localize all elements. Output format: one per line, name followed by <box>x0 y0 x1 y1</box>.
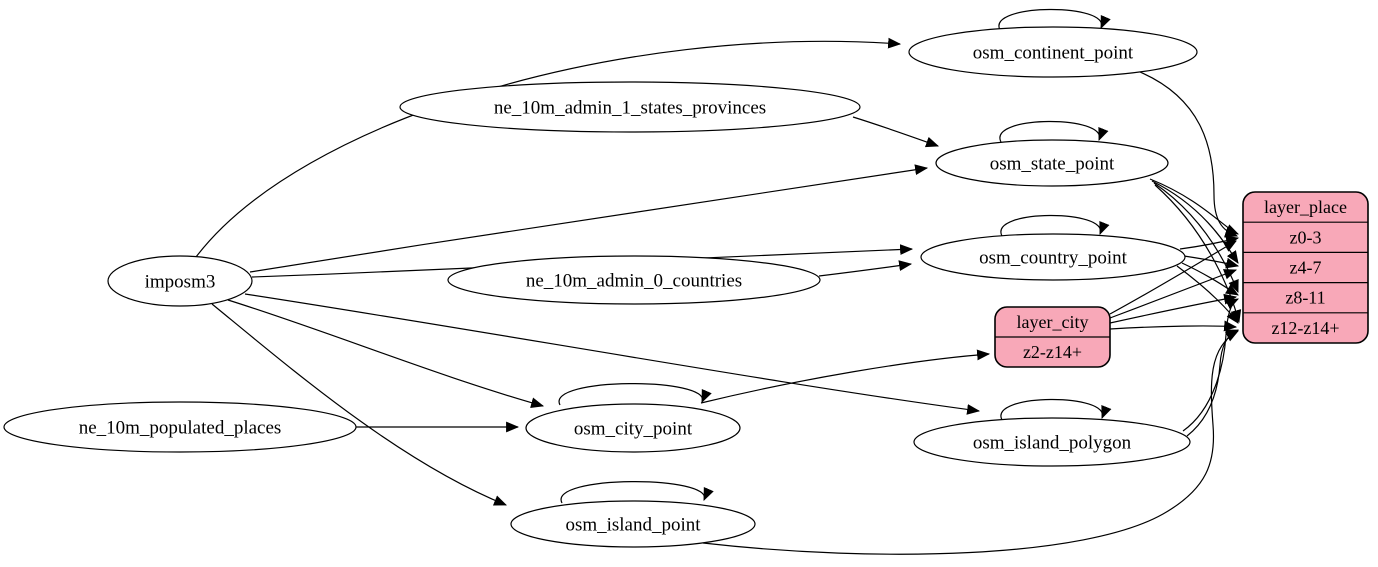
node-shape-osm_city_point <box>525 403 741 453</box>
node-ne_10m_populated_places: ne_10m_populated_places <box>3 401 357 453</box>
node-shape-layer_place <box>1242 191 1369 344</box>
nodes-layer: imposm3 ne_10m_admin_1_states_provincesne… <box>3 26 1369 548</box>
edge-layer_city-to-layer_place.z0-3 <box>1109 240 1237 315</box>
edge-ne_10m_admin_0_countries-to-osm_country_point <box>818 260 913 277</box>
node-imposm3: imposm3 <box>107 255 253 307</box>
self-loop-edge-osm_country_point <box>1000 214 1110 237</box>
node-label-ne_10m_populated_places: ne_10m_populated_places <box>79 418 282 439</box>
record-row-label-layer_place-1: z0-3 <box>1290 227 1322 247</box>
record-row-label-layer_place-3: z8-11 <box>1285 288 1325 308</box>
node-osm_island_polygon: osm_island_polygon <box>913 417 1191 467</box>
self-loop-edge-osm_city_point <box>558 383 712 406</box>
edge-osm_city_point-to-layer_city.z2-z14+ <box>700 349 991 404</box>
node-shape-ne_10m_admin_1_states_provinces <box>399 81 861 133</box>
edge-osm_state_point-to-layer_place.z8-11 <box>1153 182 1239 294</box>
record-row-label-layer_place-0: layer_place <box>1264 197 1347 217</box>
edge-imposm3-to-osm_continent_point <box>195 37 902 258</box>
edge-layer_city-to-layer_place.z4-7 <box>1109 269 1238 319</box>
self-loop-edge-osm_continent_point <box>998 8 1111 31</box>
node-label-imposm3: imposm3 <box>145 272 216 293</box>
edge-ne_10m_admin_1_states_provinces-to-osm_state_point <box>852 116 940 148</box>
node-label-osm_city_point: osm_city_point <box>574 419 693 440</box>
edge-osm_island_point-to-layer_place.z12-z14+ <box>702 330 1239 555</box>
edge-imposm3-to-osm_island_point <box>211 303 508 506</box>
edge-layer_city-to-layer_place.z8-11 <box>1109 293 1238 324</box>
node-shape-osm_island_polygon <box>913 417 1191 467</box>
edge-osm_island_polygon-to-layer_place.z8-11 <box>1182 298 1239 432</box>
record-row-label-layer_city-1: z2-z14+ <box>1023 342 1082 362</box>
node-osm_continent_point: osm_continent_point <box>908 26 1198 78</box>
node-label-osm_island_polygon: osm_island_polygon <box>973 433 1132 454</box>
edge-imposm3-to-osm_city_point <box>227 299 545 408</box>
record-row-label-layer_place-2: z4-7 <box>1290 258 1322 278</box>
node-layer_city: layer_city z2-z14+ <box>994 306 1111 368</box>
node-label-osm_continent_point: osm_continent_point <box>973 43 1134 64</box>
node-shape-imposm3 <box>107 255 253 307</box>
record-row-label-layer_city-0: layer_city <box>1017 312 1089 332</box>
node-ne_10m_admin_0_countries: ne_10m_admin_0_countries <box>447 255 821 305</box>
edges-layer <box>195 8 1242 555</box>
node-shape-osm_continent_point <box>908 26 1198 78</box>
record-row-label-layer_place-4: z12-z14+ <box>1271 318 1339 338</box>
edge-osm_country_point-to-layer_place.z0-3 <box>1179 235 1240 250</box>
node-shape-osm_country_point <box>920 233 1186 281</box>
node-ne_10m_admin_1_states_provinces: ne_10m_admin_1_states_provinces <box>399 81 861 133</box>
node-label-ne_10m_admin_1_states_provinces: ne_10m_admin_1_states_provinces <box>494 98 766 119</box>
self-loop-edge-osm_state_point <box>999 120 1109 143</box>
edge-osm_state_point-to-layer_place.z0-3 <box>1149 178 1239 235</box>
node-label-ne_10m_admin_0_countries: ne_10m_admin_0_countries <box>526 271 742 292</box>
node-shape-ne_10m_populated_places <box>3 401 357 453</box>
edge-osm_state_point-to-layer_place.z4-7 <box>1151 180 1239 264</box>
edge-imposm3-to-osm_island_polygon <box>244 293 981 415</box>
node-osm_state_point: osm_state_point <box>935 139 1169 187</box>
edge-layer_city-to-layer_place.z12-z14+ <box>1109 320 1238 332</box>
node-osm_city_point: osm_city_point <box>525 403 741 453</box>
self-loop-edge-osm_island_polygon <box>1000 398 1112 421</box>
edge-osm_country_point-to-layer_place.z4-7 <box>1183 255 1240 269</box>
node-label-osm_island_point: osm_island_point <box>565 515 701 536</box>
node-shape-osm_island_point <box>510 500 756 548</box>
self-loop-edge-osm_island_point <box>560 481 714 504</box>
node-label-osm_state_point: osm_state_point <box>990 154 1115 175</box>
node-shape-osm_state_point <box>935 139 1169 187</box>
node-osm_country_point: osm_country_point <box>920 233 1186 281</box>
edge-osm_country_point-to-layer_place.z8-11 <box>1181 262 1239 296</box>
node-layer_place: layer_place z0-3 z4-7 z8-11 z12-z14+ <box>1242 191 1369 344</box>
edge-osm_continent_point-to-layer_place.z0-3 <box>1139 71 1239 238</box>
node-shape-ne_10m_admin_0_countries <box>447 255 821 305</box>
node-osm_island_point: osm_island_point <box>510 500 756 548</box>
node-label-osm_country_point: osm_country_point <box>979 248 1127 269</box>
